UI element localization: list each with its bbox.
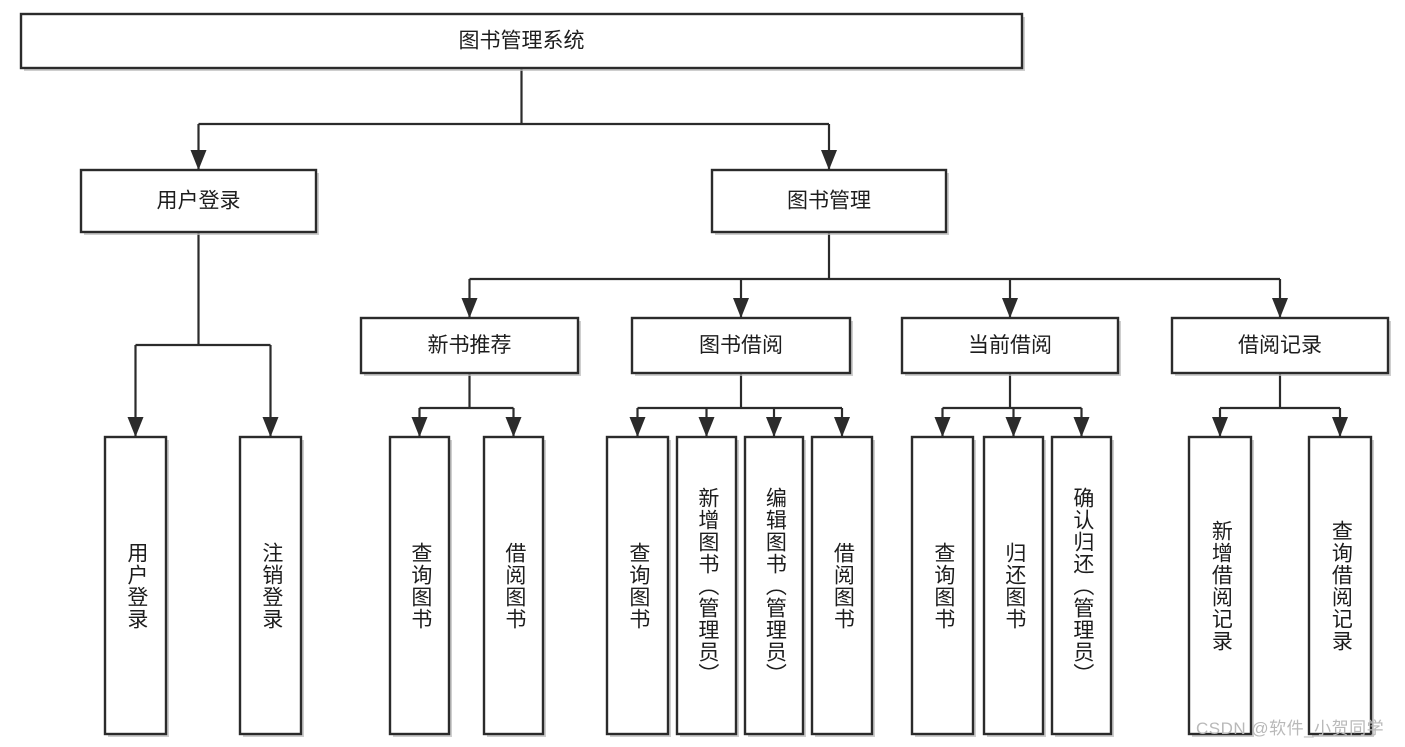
arrow-head-icon [1073,417,1090,437]
node-box-new-book-recommend[interactable] [359,316,580,375]
node-box-nbr-borrow-book[interactable] [482,435,545,736]
arrow-head-icon [629,417,646,437]
node-label-book-borrow: 图书借阅 [699,334,783,357]
arrow-head-icon [934,417,951,437]
arrow-head-icon [190,150,207,170]
node-box-book-borrow[interactable] [630,316,852,375]
arrow-head-icon [834,417,850,437]
watermark: CSDN @软件_小贺同学 [1196,719,1385,738]
arrow-head-icon [733,298,749,318]
arrow-head-icon [1212,417,1228,437]
arrow-head-icon [1002,298,1018,318]
node-box-current-borrow[interactable] [900,316,1120,375]
node-box-nbr-query-book[interactable] [388,435,451,736]
arrow-head-icon [505,417,522,437]
arrow-head-icon [262,417,279,437]
node-box-bb-query-book[interactable] [605,435,670,736]
node-box-user-login[interactable] [79,168,318,234]
arrow-head-icon [461,298,478,318]
node-label-root: 图书管理系统 [459,30,585,53]
node-box-user-login-do[interactable] [103,435,168,736]
arrow-head-icon [821,150,837,170]
arrow-head-icon [411,417,428,437]
node-label-borrow-records: 借阅记录 [1238,334,1322,357]
arrow-head-icon [766,417,782,437]
node-box-bb-borrow-book[interactable] [810,435,874,736]
node-box-root[interactable] [19,12,1024,70]
node-box-br-add-record[interactable] [1187,435,1253,736]
node-box-book-management[interactable] [710,168,948,234]
node-box-cb-confirm-return[interactable] [1050,435,1113,736]
arrow-head-icon [1272,298,1288,318]
node-box-cb-return-book[interactable] [982,435,1045,736]
node-box-bb-add-book[interactable] [675,435,738,736]
arrow-head-icon [698,417,715,437]
node-label-user-login: 用户登录 [157,190,241,213]
box-layer [19,12,1391,737]
node-label-current-borrow: 当前借阅 [968,334,1052,357]
node-box-borrow-records[interactable] [1170,316,1390,375]
arrow-head-icon [1332,417,1348,437]
node-box-br-query-record[interactable] [1307,435,1373,736]
node-label-new-book-recommend: 新书推荐 [428,334,512,357]
arrow-head-icon [127,417,144,437]
node-box-bb-edit-book[interactable] [743,435,805,736]
node-box-cb-query-book[interactable] [910,435,975,736]
node-box-user-logout[interactable] [238,435,303,736]
node-label-book-management: 图书管理 [787,190,871,213]
connector-layer [127,68,1348,437]
arrow-head-icon [1005,417,1022,437]
